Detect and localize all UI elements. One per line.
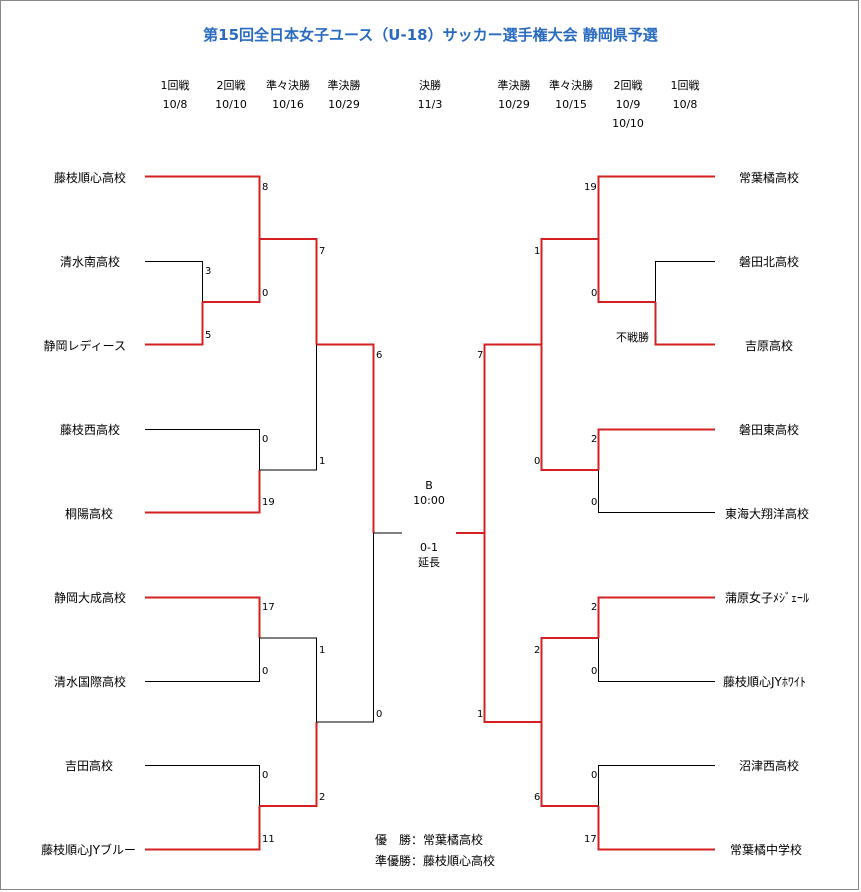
final-venue: B (425, 479, 433, 492)
score-left-14: 0 (262, 770, 269, 781)
line-left-qf1-bot (259, 344, 317, 471)
line-right-r2b-bot (598, 470, 715, 513)
score-right-1: 19 (584, 182, 597, 193)
score-left-2: 3 (205, 266, 212, 277)
line-left-qf2-bot (259, 722, 318, 807)
team-left-9: 藤枝順心JYブルー (41, 843, 136, 857)
score-left-5: 7 (319, 246, 326, 257)
team-left-3: 静岡レディース (43, 339, 126, 353)
team-right-7: 藤枝順心JYﾎﾜｲﾄ (723, 675, 806, 689)
score-right-7: 0 (534, 456, 541, 467)
team-right-2: 磐田北高校 (739, 255, 800, 269)
line-right-qf2-bot (540, 722, 599, 807)
line-right-r2-bot (597, 239, 656, 303)
score-left-7: 19 (262, 497, 275, 508)
score-left-1: 8 (262, 182, 269, 193)
line-left-r1-team3 (145, 302, 204, 346)
score-left-8: 1 (319, 456, 326, 467)
team-right-9: 常葉橘中学校 (730, 843, 803, 857)
line-right-r2b-top (597, 428, 715, 470)
score-left-12: 1 (319, 645, 326, 656)
line-right-r1-team2 (655, 261, 715, 302)
line-right-qf1-top (540, 238, 599, 345)
line-right-r2c-bot (598, 638, 715, 682)
line-right-r2d-top (598, 765, 715, 806)
score-right-2: 1 (534, 246, 541, 257)
score-left-11: 0 (262, 666, 269, 677)
score-left-15: 11 (262, 834, 275, 845)
score-right-9: 2 (591, 602, 598, 613)
score-right-10: 0 (591, 666, 598, 677)
line-left-qf2-top (259, 637, 317, 722)
line-left-sf-top (316, 343, 375, 533)
line-left-r2b-top (145, 429, 260, 470)
team-right-8: 沼津西高校 (739, 759, 800, 773)
score-left-10: 17 (262, 602, 275, 613)
team-left-4: 藤枝西高校 (59, 423, 120, 437)
team-right-5: 東海大翔洋高校 (725, 507, 810, 521)
team-left-1: 藤枝順心高校 (53, 171, 126, 185)
line-right-r1-team3 (654, 302, 715, 346)
score-right-13: 0 (591, 770, 598, 781)
score-right-12: 1 (477, 709, 484, 720)
line-right-sf-bot (483, 533, 542, 723)
line-left-r2-top (145, 175, 261, 239)
score-left-6: 0 (262, 434, 269, 445)
line-right-r2c-top (597, 596, 715, 638)
result-winner: 優 勝：常葉橘高校 (375, 833, 484, 847)
team-right-4: 磐田東高校 (739, 423, 800, 437)
final-score: 0-1 (420, 541, 438, 554)
score-right-4: 不戦勝 (616, 331, 649, 344)
line-left-r2d-bot (145, 806, 261, 851)
team-right-3: 吉原高校 (745, 339, 794, 353)
line-left-r2c-top (145, 596, 261, 638)
score-left-3: 0 (262, 288, 269, 299)
line-left-r2d-top (145, 765, 260, 806)
line-left-sf-bot (316, 533, 374, 723)
score-left-13: 0 (376, 709, 383, 720)
team-left-2: 清水南高校 (59, 255, 120, 269)
line-right-qf1-bot (540, 344, 599, 471)
score-right-14: 17 (584, 834, 597, 845)
line-left-r2b-bot (145, 470, 261, 514)
page-title: 第15回全日本女子ユース（U-18）サッカー選手権大会 静岡県予選 (203, 26, 658, 44)
score-right-5: 7 (477, 350, 484, 361)
final-note: 延長 (418, 556, 440, 569)
result-runner-up: 準優勝：藤枝順心高校 (375, 854, 496, 868)
line-right-r2-top (597, 175, 715, 239)
line-right-sf-top (483, 343, 542, 533)
line-right-qf2-top (540, 637, 599, 722)
score-right-8: 0 (591, 497, 598, 508)
line-left-r2-bot (202, 239, 261, 303)
score-right-6: 2 (591, 434, 598, 445)
team-left-8: 吉田高校 (64, 759, 113, 773)
team-left-5: 桐陽高校 (64, 507, 113, 521)
score-left-9: 6 (376, 350, 383, 361)
score-right-15: 6 (534, 792, 541, 803)
final-time: 10:00 (413, 494, 445, 507)
score-left-4: 5 (205, 330, 212, 341)
line-left-r2c-bot (145, 638, 260, 682)
line-left-qf1-top (259, 238, 318, 345)
line-right-r2d-bot (597, 806, 715, 851)
team-right-1: 常葉橘高校 (739, 171, 800, 185)
score-left-16: 2 (319, 792, 326, 803)
score-right-3: 0 (591, 288, 598, 299)
team-left-7: 清水国際高校 (53, 675, 126, 689)
line-left-r1-team2 (145, 261, 203, 302)
score-right-11: 2 (534, 645, 541, 656)
team-right-6: 蒲原女子ﾒｼﾞｪｰﾙ (725, 591, 810, 605)
team-left-6: 静岡大成高校 (53, 591, 126, 605)
